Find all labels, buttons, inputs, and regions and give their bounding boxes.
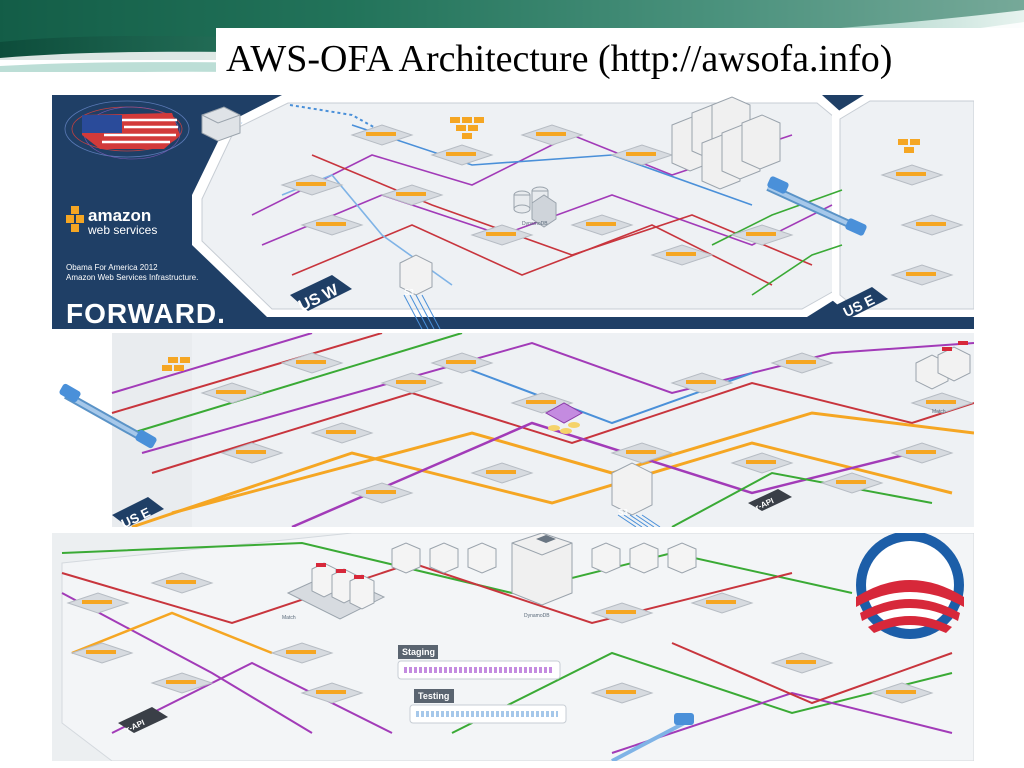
diagram-panel-east: S3 r-API Match US E xyxy=(52,333,974,527)
panel-east-graphic: S3 r-API Match US E xyxy=(52,333,974,527)
match-servers-icon xyxy=(286,562,386,620)
testing-band: Testing xyxy=(409,689,567,724)
interregion-link xyxy=(766,176,867,236)
caption-line-2: Amazon Web Services Infrastructure. xyxy=(66,273,199,282)
staging-band: Staging xyxy=(397,645,561,680)
server-cluster-icon xyxy=(671,96,781,190)
panel-staging-graphic: DynamoDB Match Staging Testing xyxy=(52,533,974,761)
caption-line-1: Obama For America 2012 xyxy=(66,263,158,272)
interregion-link-east xyxy=(59,383,157,449)
aws-brand-primary: amazon xyxy=(88,206,152,225)
panel-west-graphic: DynamoDB S3 US W US E xyxy=(64,95,974,329)
dynamodb-box-icon xyxy=(511,533,573,606)
us-map-icon xyxy=(64,100,190,160)
obama-logo-icon xyxy=(856,533,964,639)
s3-label-east: S3 xyxy=(618,508,628,517)
orange-stack-icon xyxy=(162,357,190,371)
dynamodb-label-2: DynamoDB xyxy=(524,613,550,619)
forward-slogan: FORWARD. xyxy=(66,298,226,329)
database-hub-icon xyxy=(544,402,584,434)
staging-label: Staging xyxy=(402,647,435,657)
region-badge-east-2: US E xyxy=(112,497,164,527)
orange-stack-icon xyxy=(450,117,920,153)
server-trays-staging xyxy=(66,572,934,704)
s3-icon-east xyxy=(611,462,661,527)
edge-server-icon xyxy=(201,106,241,142)
diagram-panel-west: DynamoDB S3 US W US E amazon web service… xyxy=(52,95,974,329)
aws-brand-secondary: web services xyxy=(88,223,158,237)
aws-brand: amazon web services xyxy=(62,207,242,236)
aws-caption: Obama For America 2012 Amazon Web Servic… xyxy=(66,263,236,283)
dynamodb-icon xyxy=(513,186,557,228)
testing-label: Testing xyxy=(418,691,449,701)
match-cluster-icon xyxy=(915,341,971,390)
match-label-east: Match xyxy=(932,409,946,415)
header-banner xyxy=(0,0,1024,80)
server-trays-west xyxy=(280,124,964,286)
dynamodb-label: DynamoDB xyxy=(522,221,548,227)
diagram-panel-staging: DynamoDB Match Staging Testing xyxy=(52,533,974,761)
match-label-staging: Match xyxy=(282,615,296,621)
s3-icon xyxy=(399,254,441,329)
server-trays-east xyxy=(200,352,974,504)
page-title: AWS-OFA Architecture (http://awsofa.info… xyxy=(226,38,893,80)
cache-nodes-icon xyxy=(391,542,697,574)
s3-label-west: S3 xyxy=(404,288,414,297)
aws-logo-icon xyxy=(66,206,84,232)
